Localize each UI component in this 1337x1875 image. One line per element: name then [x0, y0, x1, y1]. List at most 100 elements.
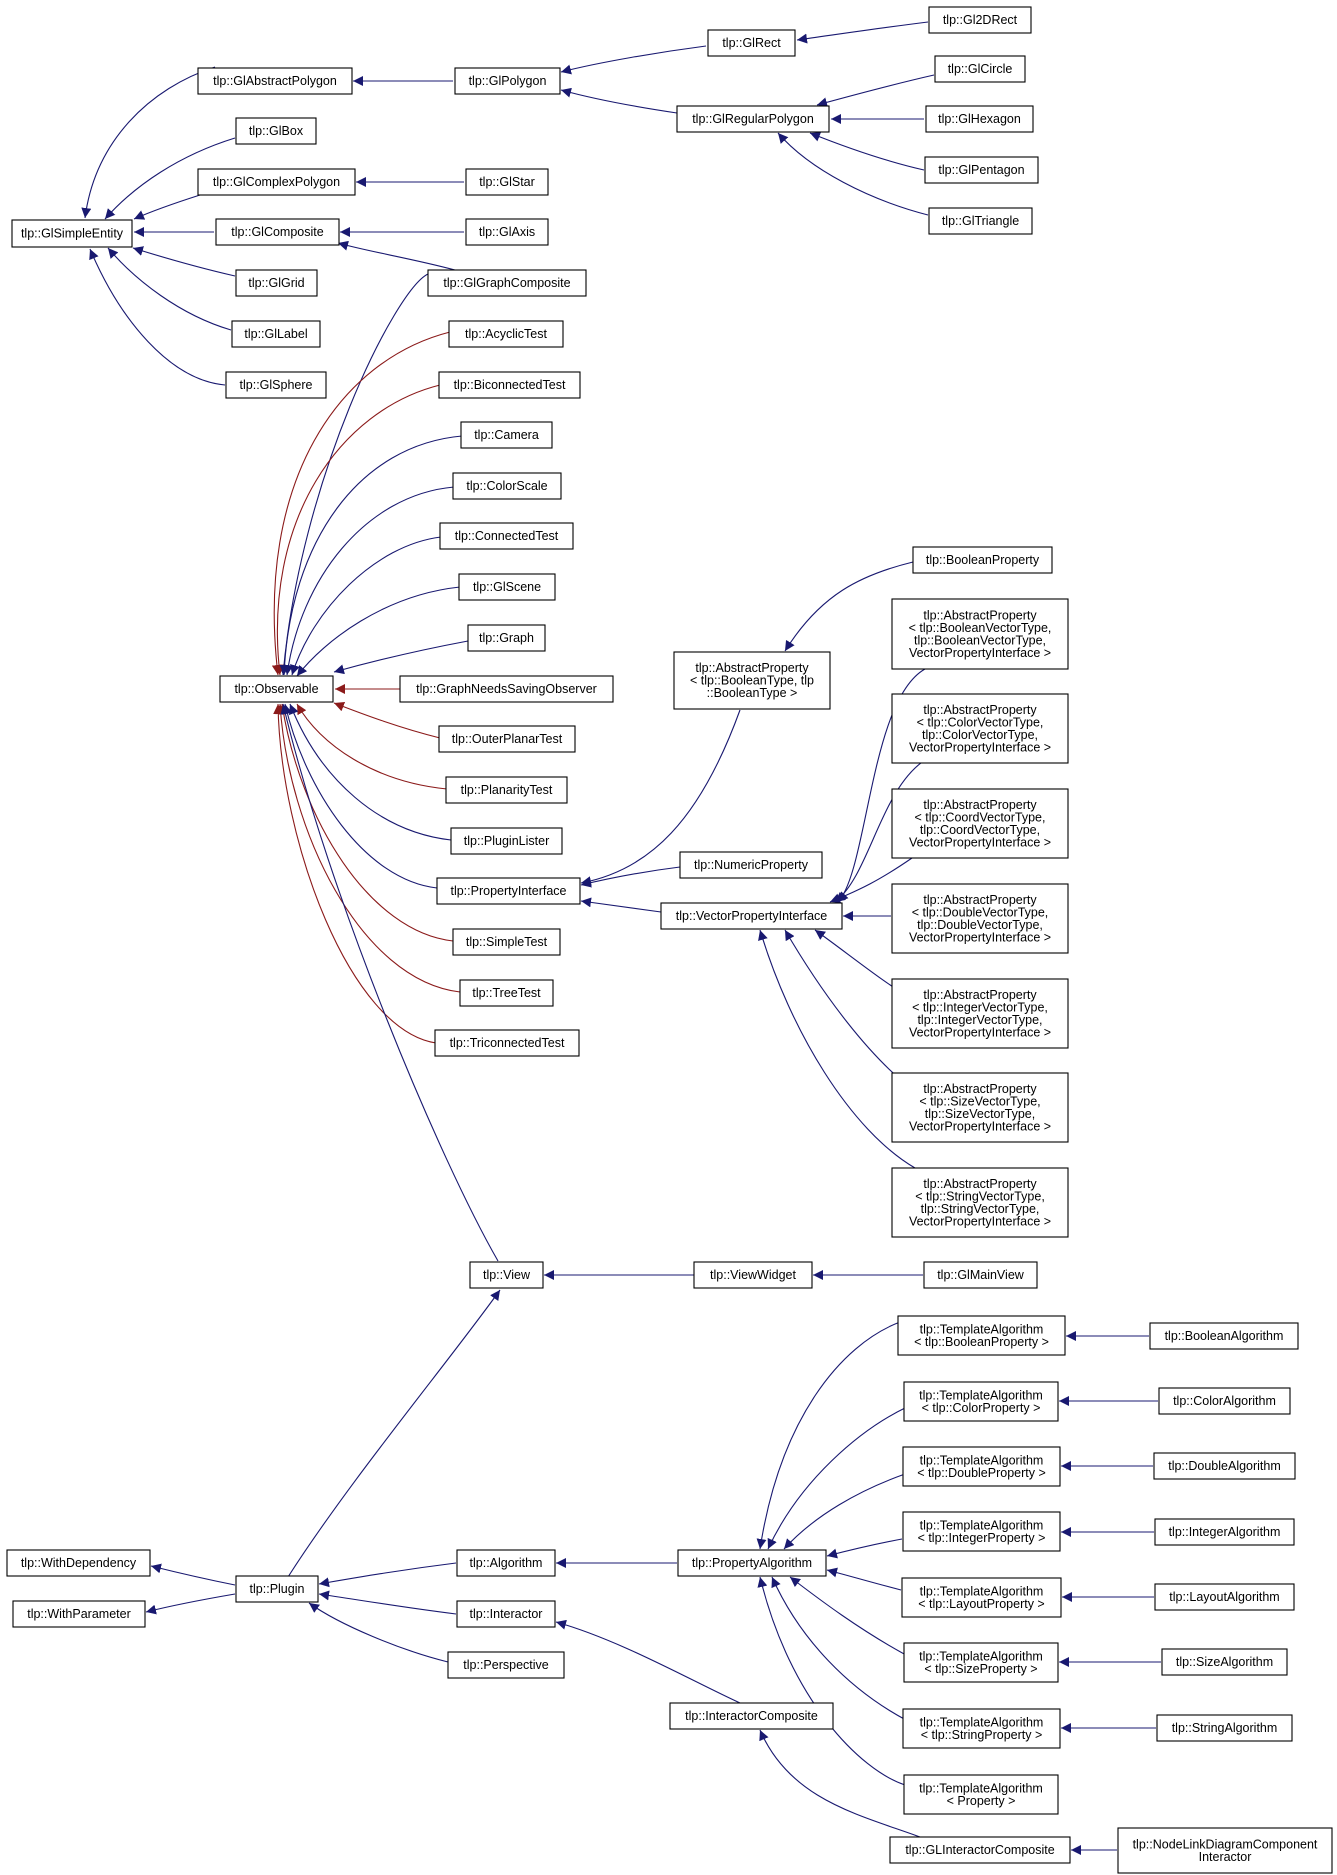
class-node-GraphNeedsSavingObserver[interactable]: tlp::GraphNeedsSavingObserver: [399, 675, 614, 703]
class-box: [438, 725, 576, 753]
class-node-IntegerAlgorithm[interactable]: tlp::IntegerAlgorithm: [1154, 1518, 1295, 1546]
class-node-APColorVec[interactable]: tlp::AbstractProperty< tlp::ColorVectorT…: [891, 693, 1069, 764]
class-node-BooleanAlgorithm[interactable]: tlp::BooleanAlgorithm: [1149, 1322, 1299, 1350]
class-node-GlRect[interactable]: tlp::GlRect: [707, 29, 796, 57]
class-node-ViewWidget[interactable]: tlp::ViewWidget: [693, 1261, 813, 1289]
class-box: [934, 55, 1026, 83]
class-node-TAString[interactable]: tlp::TemplateAlgorithm< tlp::StringPrope…: [902, 1708, 1061, 1749]
class-node-Graph[interactable]: tlp::Graph: [467, 624, 546, 652]
class-node-GlAxis[interactable]: tlp::GlAxis: [465, 218, 549, 246]
class-node-LayoutAlgorithm[interactable]: tlp::LayoutAlgorithm: [1154, 1583, 1295, 1611]
class-node-GlComposite[interactable]: tlp::GlComposite: [215, 218, 340, 246]
class-node-InteractorComposite[interactable]: tlp::InteractorComposite: [669, 1702, 834, 1730]
class-label: tlp::GlAbstractPolygon: [213, 74, 337, 88]
class-node-GlLabel[interactable]: tlp::GlLabel: [231, 320, 321, 348]
class-node-TASize[interactable]: tlp::TemplateAlgorithm< tlp::SizePropert…: [903, 1642, 1059, 1683]
class-node-PlanarityTest[interactable]: tlp::PlanarityTest: [445, 776, 568, 804]
class-node-GlGraphComposite[interactable]: tlp::GlGraphComposite: [427, 269, 587, 297]
edge-TAInteger-to-PropertyAlgorithm: [826, 1538, 903, 1559]
class-box: [215, 218, 340, 246]
class-node-NumericProperty[interactable]: tlp::NumericProperty: [679, 851, 823, 879]
class-box: [197, 67, 353, 95]
class-node-APSizeVec[interactable]: tlp::AbstractProperty< tlp::SizeVectorTy…: [891, 1072, 1069, 1143]
edge-BooleanProperty-to-AbstractPropertyBool: [784, 561, 914, 652]
class-node-Interactor[interactable]: tlp::Interactor: [456, 1600, 556, 1628]
class-node-TriconnectedTest[interactable]: tlp::TriconnectedTest: [434, 1029, 580, 1057]
class-node-Plugin[interactable]: tlp::Plugin: [235, 1575, 319, 1603]
class-node-VectorPropertyInterface[interactable]: tlp::VectorPropertyInterface: [660, 902, 843, 930]
class-node-PluginLister[interactable]: tlp::PluginLister: [450, 827, 563, 855]
class-node-APBoolVec[interactable]: tlp::AbstractProperty< tlp::BooleanVecto…: [891, 598, 1069, 670]
edge-Plugin-to-WithDependency: [150, 1563, 236, 1586]
class-node-GlStar[interactable]: tlp::GlStar: [465, 168, 549, 196]
class-node-TAInteger[interactable]: tlp::TemplateAlgorithm< tlp::IntegerProp…: [902, 1511, 1061, 1552]
class-node-View[interactable]: tlp::View: [469, 1261, 544, 1289]
class-node-GlAbstractPolygon[interactable]: tlp::GlAbstractPolygon: [197, 67, 353, 95]
edge-PlanarityTest-to-Observable: [296, 703, 448, 790]
class-node-GlComplexPolygon[interactable]: tlp::GlComplexPolygon: [197, 168, 356, 196]
class-node-BooleanProperty[interactable]: tlp::BooleanProperty: [912, 546, 1053, 574]
class-label: tlp::GlScene: [473, 580, 541, 594]
class-box: [438, 371, 581, 399]
class-node-SizeAlgorithm[interactable]: tlp::SizeAlgorithm: [1161, 1648, 1288, 1676]
class-node-Gl2DRect[interactable]: tlp::Gl2DRect: [928, 6, 1032, 34]
class-node-GlTriangle[interactable]: tlp::GlTriangle: [928, 207, 1033, 235]
class-node-APDoubleVec[interactable]: tlp::AbstractProperty< tlp::DoubleVector…: [891, 883, 1069, 954]
class-node-APStringVec[interactable]: tlp::AbstractProperty< tlp::StringVector…: [891, 1167, 1069, 1238]
class-node-GlHexagon[interactable]: tlp::GlHexagon: [925, 105, 1034, 133]
class-node-GlPolygon[interactable]: tlp::GlPolygon: [454, 67, 561, 95]
class-node-WithParameter[interactable]: tlp::WithParameter: [12, 1600, 146, 1628]
edge-Algorithm-to-Plugin: [318, 1562, 457, 1588]
class-box: [469, 1261, 544, 1289]
class-node-DoubleAlgorithm[interactable]: tlp::DoubleAlgorithm: [1153, 1452, 1296, 1480]
class-box: [1156, 1714, 1293, 1742]
class-node-SimpleTest[interactable]: tlp::SimpleTest: [452, 928, 561, 956]
class-node-PropertyAlgorithm[interactable]: tlp::PropertyAlgorithm: [677, 1549, 827, 1577]
class-node-GlMainView[interactable]: tlp::GlMainView: [923, 1261, 1038, 1289]
class-label: tlp::PlanarityTest: [461, 783, 553, 797]
class-node-GlPentagon[interactable]: tlp::GlPentagon: [924, 156, 1039, 184]
edge-Camera-to-Observable: [279, 435, 463, 676]
class-node-ColorScale[interactable]: tlp::ColorScale: [452, 472, 562, 500]
class-node-Algorithm[interactable]: tlp::Algorithm: [456, 1549, 556, 1577]
class-node-TALayout[interactable]: tlp::TemplateAlgorithm< tlp::LayoutPrope…: [901, 1577, 1062, 1618]
class-node-GlScene[interactable]: tlp::GlScene: [458, 573, 556, 601]
class-node-TABool[interactable]: tlp::TemplateAlgorithm< tlp::BooleanProp…: [897, 1315, 1066, 1356]
class-node-BiconnectedTest[interactable]: tlp::BiconnectedTest: [438, 371, 581, 399]
class-node-GLInteractorComposite[interactable]: tlp::GLInteractorComposite: [889, 1836, 1071, 1864]
class-node-GlGrid[interactable]: tlp::GlGrid: [235, 269, 318, 297]
class-label: tlp::TemplateAlgorithm: [920, 1715, 1044, 1729]
class-node-GlCircle[interactable]: tlp::GlCircle: [934, 55, 1026, 83]
class-node-AcyclicTest[interactable]: tlp::AcyclicTest: [448, 320, 564, 348]
class-node-GlBox[interactable]: tlp::GlBox: [235, 117, 317, 145]
class-box: [693, 1261, 813, 1289]
class-label: tlp::GlComposite: [231, 225, 323, 239]
class-node-APCoordVec[interactable]: tlp::AbstractProperty< tlp::CoordVectorT…: [891, 788, 1069, 859]
class-node-Camera[interactable]: tlp::Camera: [460, 421, 553, 449]
class-node-GlSimpleEntity[interactable]: tlp::GlSimpleEntity: [11, 219, 133, 248]
edge-PluginLister-to-Observable: [289, 703, 452, 841]
edge-OuterPlanarTest-to-Observable: [333, 701, 441, 739]
class-node-Observable[interactable]: tlp::Observable: [219, 675, 334, 703]
edge-VectorPropertyInterface-to-PropertyInterface: [580, 897, 662, 913]
class-node-StringAlgorithm[interactable]: tlp::StringAlgorithm: [1156, 1714, 1293, 1742]
class-node-OuterPlanarTest[interactable]: tlp::OuterPlanarTest: [438, 725, 576, 753]
class-node-Perspective[interactable]: tlp::Perspective: [447, 1651, 565, 1679]
class-box: [902, 1446, 1061, 1487]
class-node-PropertyInterface[interactable]: tlp::PropertyInterface: [436, 877, 581, 905]
edge-GlPentagon-to-GlRegularPolygon: [809, 132, 925, 171]
class-node-TADouble[interactable]: tlp::TemplateAlgorithm< tlp::DoublePrope…: [902, 1446, 1061, 1487]
class-node-ConnectedTest[interactable]: tlp::ConnectedTest: [439, 522, 574, 550]
class-box: [235, 117, 317, 145]
class-node-WithDependency[interactable]: tlp::WithDependency: [6, 1549, 151, 1577]
class-node-TAProperty[interactable]: tlp::TemplateAlgorithm< Property >: [903, 1774, 1059, 1815]
class-node-ColorAlgorithm[interactable]: tlp::ColorAlgorithm: [1158, 1387, 1291, 1415]
class-node-APIntegerVec[interactable]: tlp::AbstractProperty< tlp::IntegerVecto…: [891, 978, 1069, 1049]
class-label: < tlp::BooleanType, tlp: [690, 674, 814, 688]
class-node-TAColor[interactable]: tlp::TemplateAlgorithm< tlp::ColorProper…: [903, 1381, 1059, 1422]
class-node-AbstractPropertyBool[interactable]: tlp::AbstractProperty< tlp::BooleanType,…: [673, 651, 831, 710]
class-node-TreeTest[interactable]: tlp::TreeTest: [459, 979, 554, 1007]
class-node-GlRegularPolygon[interactable]: tlp::GlRegularPolygon: [676, 105, 830, 133]
class-node-GlSphere[interactable]: tlp::GlSphere: [225, 371, 327, 399]
